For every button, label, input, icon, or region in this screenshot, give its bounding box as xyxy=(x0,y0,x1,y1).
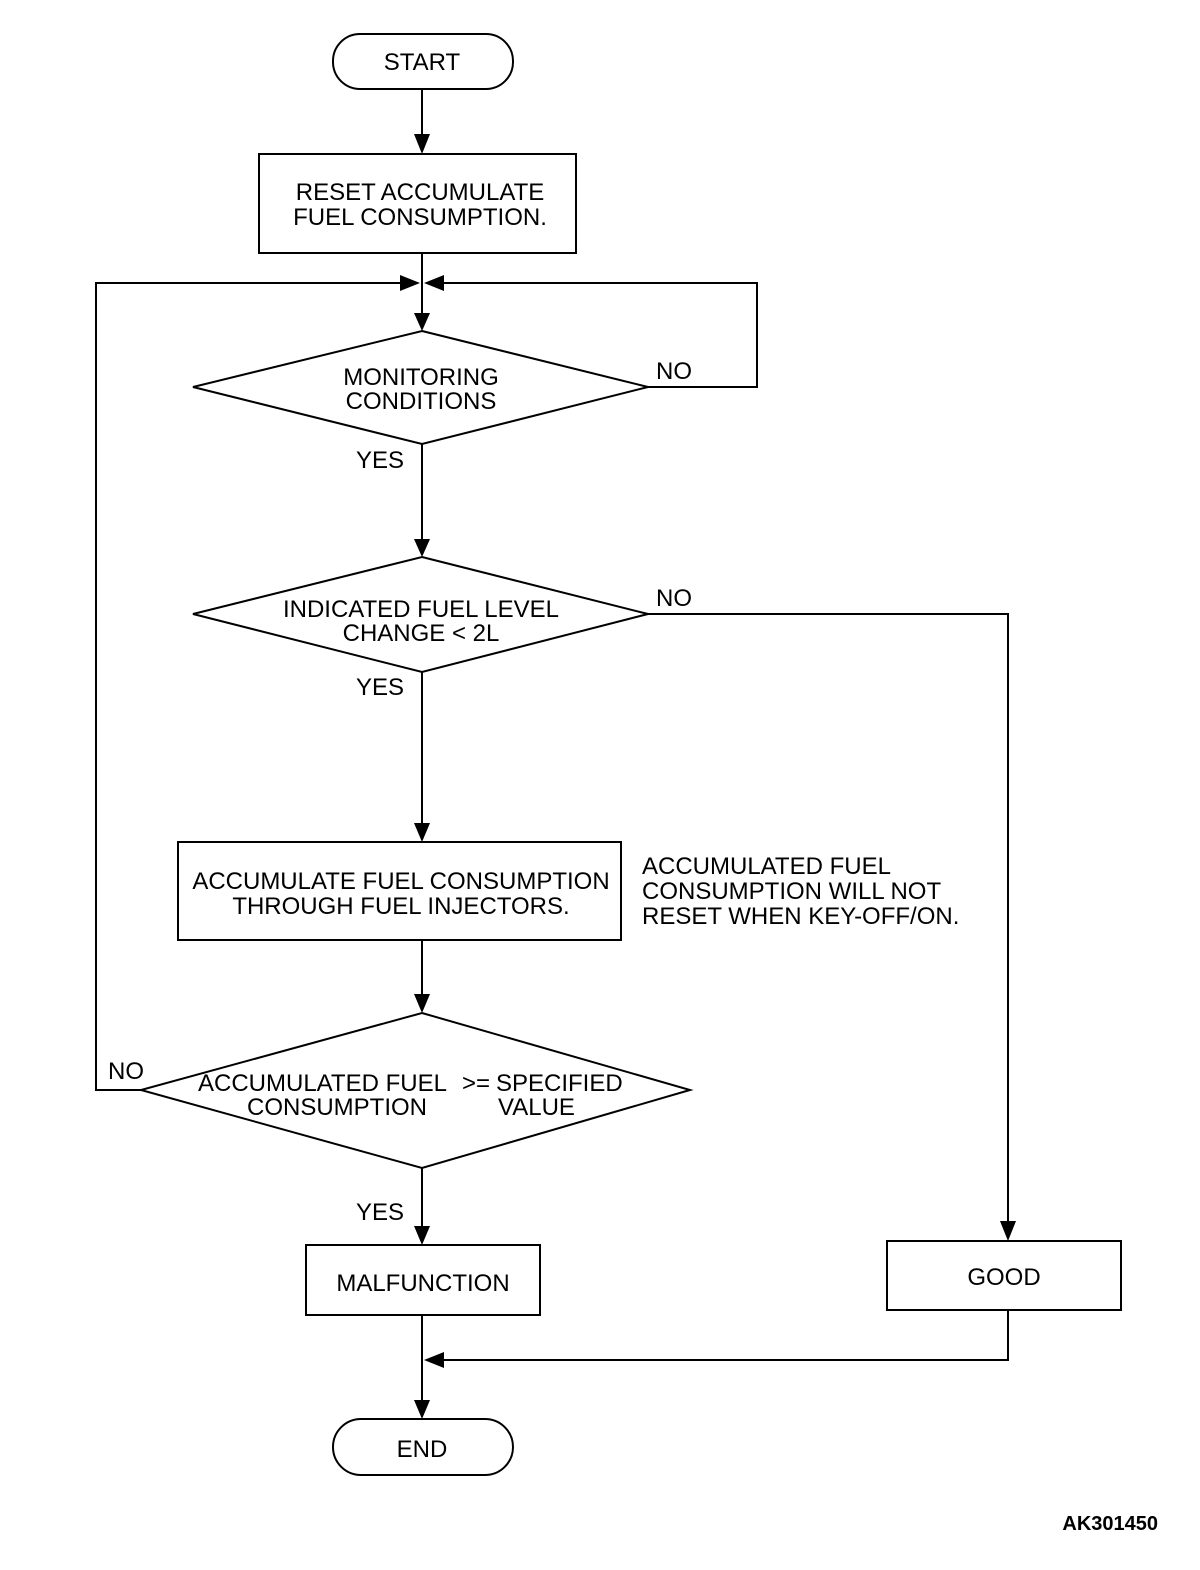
malfunction-box xyxy=(305,1244,541,1316)
arrowhead xyxy=(414,539,430,557)
fuel-level-line2: CHANGE < 2L xyxy=(343,620,500,647)
arrowhead xyxy=(414,994,430,1013)
arrowhead xyxy=(414,1226,430,1245)
reset-box xyxy=(258,153,577,254)
accumulate-box-line2: THROUGH FUEL INJECTORS. xyxy=(232,893,569,920)
arrowhead xyxy=(414,134,430,154)
monitoring-yes-label: YES xyxy=(356,447,404,474)
note-line3: RESET WHEN KEY-OFF/ON. xyxy=(642,903,959,930)
compare-line1-operator: >= xyxy=(462,1070,490,1097)
compare-line2-left: CONSUMPTION xyxy=(247,1094,427,1121)
connector-fuellevel-good xyxy=(648,613,1009,1222)
compare-line1-right: SPECIFIED xyxy=(496,1070,623,1097)
compare-yes-label: YES xyxy=(356,1199,404,1226)
monitoring-line1: MONITORING xyxy=(343,364,499,391)
arrowhead xyxy=(414,1400,430,1419)
compare-line2-right: VALUE xyxy=(498,1094,575,1121)
accumulate-box xyxy=(177,841,622,941)
arrowhead xyxy=(1000,1221,1016,1241)
note-line1: ACCUMULATED FUEL xyxy=(642,853,891,880)
loop-line-right xyxy=(444,282,758,388)
accumulate-box-line1: ACCUMULATE FUEL CONSUMPTION xyxy=(192,868,609,895)
note-line2: CONSUMPTION WILL NOT xyxy=(642,878,941,905)
fuel-level-yes-label: YES xyxy=(356,674,404,701)
start-label: START xyxy=(384,49,461,76)
end-terminal xyxy=(332,1418,514,1476)
malfunction-label: MALFUNCTION xyxy=(336,1270,509,1297)
loop-line-left xyxy=(95,282,400,1091)
good-label: GOOD xyxy=(967,1264,1040,1291)
monitoring-line2: CONDITIONS xyxy=(346,388,497,415)
fuel-level-line1: INDICATED FUEL LEVEL xyxy=(283,596,559,623)
fuel-level-no-label: NO xyxy=(656,585,692,612)
arrowhead xyxy=(400,275,420,291)
compare-line1-left: ACCUMULATED FUEL xyxy=(198,1070,447,1097)
arrowhead xyxy=(424,1352,444,1368)
compare-no-label: NO xyxy=(108,1058,144,1085)
arrowhead xyxy=(424,275,444,291)
good-box xyxy=(886,1240,1122,1311)
arrowhead xyxy=(414,823,430,842)
reset-box-line2: FUEL CONSUMPTION. xyxy=(293,204,547,231)
reset-box-line1: RESET ACCUMULATE xyxy=(296,179,545,206)
figure-id: AK301450 xyxy=(1062,1513,1158,1535)
arrowhead xyxy=(414,313,430,331)
end-label: END xyxy=(397,1436,448,1463)
monitoring-no-label: NO xyxy=(656,358,692,385)
connector-good-join xyxy=(444,1310,1009,1361)
